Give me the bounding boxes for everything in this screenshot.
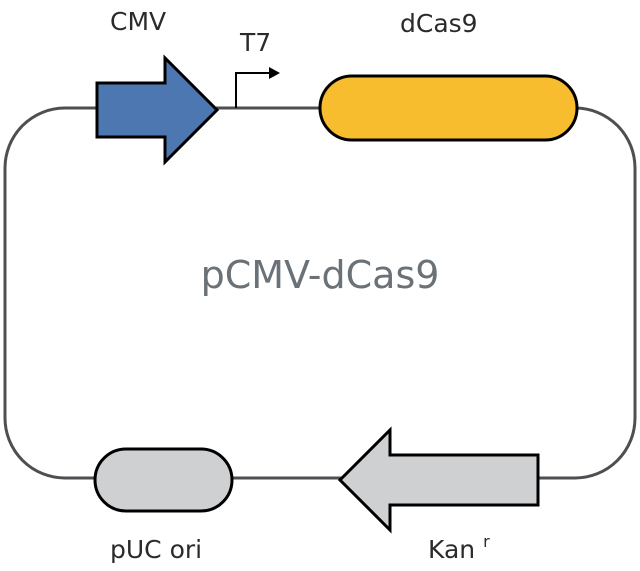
cmv-label: CMV <box>110 7 166 36</box>
dcas9-gene-block <box>318 74 579 142</box>
kanr-label-main: Kan <box>428 535 475 564</box>
t7-promoter-arrow-icon <box>235 67 280 108</box>
kanr-label-superscript: r <box>483 532 490 551</box>
kanr-resistance-arrow <box>337 426 540 534</box>
puc-ori-block <box>93 447 234 513</box>
puc-ori-label: pUC ori <box>110 535 202 564</box>
plasmid-name: pCMV-dCas9 <box>201 253 440 297</box>
dcas9-label: dCas9 <box>400 9 478 38</box>
cmv-promoter-arrow <box>95 54 220 166</box>
t7-label: T7 <box>239 28 271 57</box>
kanr-label: Kan r <box>428 532 490 564</box>
